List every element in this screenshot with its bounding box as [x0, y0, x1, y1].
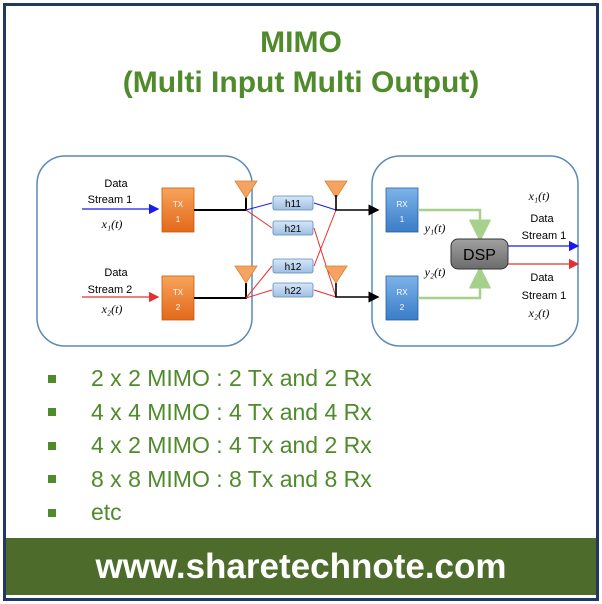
list-item: 4 x 4 MIMO : 4 Tx and 4 Rx: [40, 396, 372, 430]
bullet-text: 4 x 4 MIMO : 4 Tx and 4 Rx: [91, 398, 372, 425]
channel-h12: [272, 258, 314, 274]
bullet-list: 2 x 2 MIMO : 2 Tx and 2 Rx 4 x 4 MIMO : …: [40, 362, 372, 530]
bullet-square-icon: [48, 508, 56, 517]
dsp-label: DSP: [463, 247, 496, 264]
tx-stream2-line2: Stream 2: [88, 284, 133, 296]
list-item: etc: [40, 496, 372, 530]
rx1-block: [385, 187, 419, 233]
rx-out1-symbol: x₁(t): [528, 189, 550, 203]
bullet-text: 2 x 2 MIMO : 2 Tx and 2 Rx: [91, 365, 372, 392]
rx-out2-line2: Stream 1: [522, 290, 567, 302]
page-subtitle: (Multi Input Multi Output): [122, 66, 480, 99]
footer-banner: www.sharetechnote.com: [6, 538, 596, 595]
rx2-antenna-icon: [324, 265, 348, 284]
bullet-text: 8 x 8 MIMO : 8 Tx and 8 Rx: [91, 465, 372, 492]
channel-h21: [272, 220, 314, 236]
tx2-block: [161, 275, 195, 321]
tx-stream1-symbol: x₁(t): [101, 217, 123, 231]
bullet-square-icon: [48, 475, 56, 484]
rx2-number: 2: [400, 303, 405, 312]
tx1-block: [161, 187, 195, 233]
channel-h21-label: h21: [285, 224, 302, 235]
tx-stream1-line2: Stream 1: [88, 194, 133, 206]
rx2-to-dsp-arrow: [418, 266, 492, 300]
rx-out1-line1: Data: [530, 213, 554, 225]
tx2-label: TX: [173, 288, 184, 297]
path-h12-in: [245, 265, 273, 299]
rx-out1-line2: Stream 1: [522, 230, 567, 242]
tx1-label: TX: [173, 200, 184, 209]
rx-out2-line1: Data: [530, 272, 554, 284]
channel-h11: [272, 195, 314, 211]
rx2-signal: y₂(t): [424, 265, 446, 279]
tx-stream2-symbol: x₂(t): [101, 302, 123, 316]
path-h21-out: [313, 227, 337, 298]
rx2-label: RX: [396, 288, 408, 297]
channel-h22-label: h22: [285, 286, 302, 297]
rx1-to-dsp-arrow: [418, 208, 492, 242]
dsp-block: [450, 238, 509, 270]
list-item: 4 x 2 MIMO : 4 Tx and 2 Rx: [40, 429, 372, 463]
rx2-block: [385, 275, 419, 321]
rx2-wire: [335, 283, 380, 303]
bullet-square-icon: [48, 441, 56, 450]
page-title: MIMO: [260, 26, 342, 59]
mimo-diagram: Data Stream 1 x₁(t) Data Stream 2 x₂(t) …: [36, 155, 580, 347]
bullet-square-icon: [48, 374, 56, 383]
path-h21-in: [245, 209, 273, 229]
bullet-text: 4 x 2 MIMO : 4 Tx and 2 Rx: [91, 432, 372, 459]
bullet-square-icon: [48, 408, 56, 417]
path-h11-in: [245, 202, 273, 211]
tx-stream2-line1: Data: [104, 267, 128, 279]
tx-stream1-line1: Data: [104, 178, 128, 190]
channel-h12-label: h12: [285, 262, 302, 273]
channel-h22: [272, 282, 314, 298]
path-h22-out: [313, 289, 337, 298]
list-item: 8 x 8 MIMO : 8 Tx and 8 Rx: [40, 463, 372, 497]
path-h11-out: [313, 202, 337, 211]
bullet-text: etc: [91, 499, 122, 526]
list-item: 2 x 2 MIMO : 2 Tx and 2 Rx: [40, 362, 372, 396]
rx1-number: 1: [400, 215, 405, 224]
tx1-antenna-icon: [234, 180, 258, 199]
rx-out2-symbol: x₂(t): [528, 306, 550, 320]
path-h22-in: [245, 289, 273, 299]
tx2-antenna-icon: [234, 265, 258, 284]
rx1-signal: y₁(t): [424, 221, 446, 235]
footer-url: www.sharetechnote.com: [95, 546, 507, 586]
tx-panel: [36, 155, 253, 347]
rx1-label: RX: [396, 200, 408, 209]
tx2-number: 2: [176, 303, 181, 312]
path-h12-out: [313, 209, 337, 267]
rx1-wire: [335, 195, 380, 216]
tx1-number: 1: [176, 215, 181, 224]
rx1-antenna-icon: [324, 180, 348, 199]
channel-h11-label: h11: [285, 199, 301, 210]
